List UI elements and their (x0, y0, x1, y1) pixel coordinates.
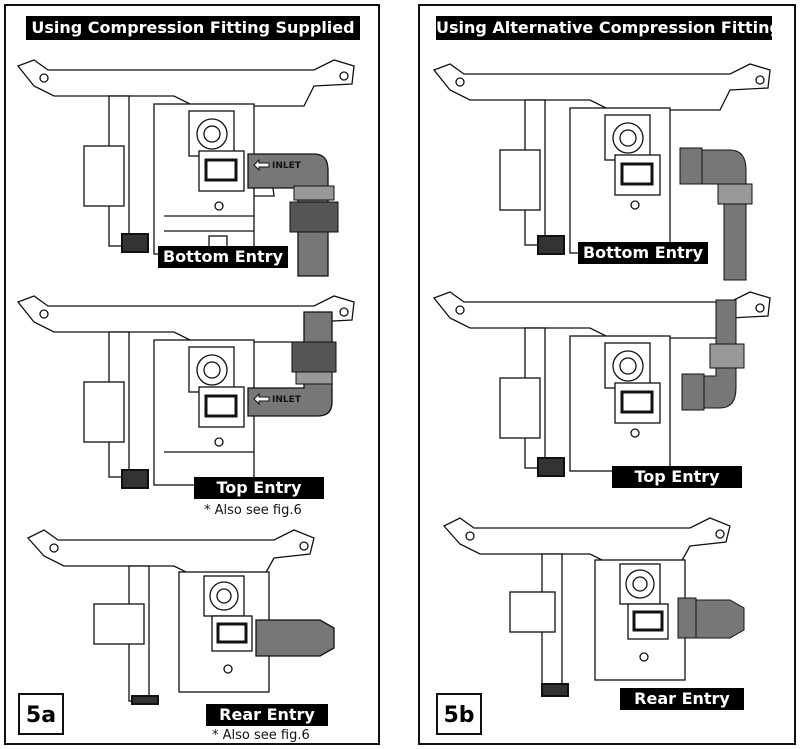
figure-tag: 5b (436, 693, 482, 735)
valve-diagram-rear-entry (442, 517, 745, 697)
entry-note: * Also see fig.6 (212, 728, 310, 743)
entry-label: Top Entry (194, 477, 324, 499)
entry-label: Bottom Entry (158, 246, 288, 268)
entry-note: * Also see fig.6 (204, 503, 302, 518)
entry-label: Top Entry (612, 466, 742, 488)
panel-title: Using Alternative Compression Fitting (436, 16, 781, 40)
panel-compression-fitting-supplied: Using Compression Fitting Supplied (4, 4, 380, 745)
panel-title: Using Compression Fitting Supplied (26, 16, 360, 40)
inlet-marker: INLET (272, 395, 302, 405)
valve-diagram-rear-entry (26, 529, 335, 705)
inlet-marker: INLET (272, 161, 302, 171)
entry-label: Rear Entry (206, 704, 328, 726)
panel-alternative-compression-fitting: Using Alternative Compression Fitting Bo… (418, 4, 796, 745)
entry-label: Bottom Entry (578, 242, 708, 264)
valve-diagram-top-entry (432, 291, 771, 477)
valve-diagram-bottom-entry (432, 63, 771, 281)
figure-tag: 5a (18, 693, 64, 735)
valve-diagram-top-entry: INLET (16, 295, 355, 489)
valve-diagram-bottom-entry: INLET (16, 59, 355, 277)
entry-label: Rear Entry (620, 688, 744, 710)
